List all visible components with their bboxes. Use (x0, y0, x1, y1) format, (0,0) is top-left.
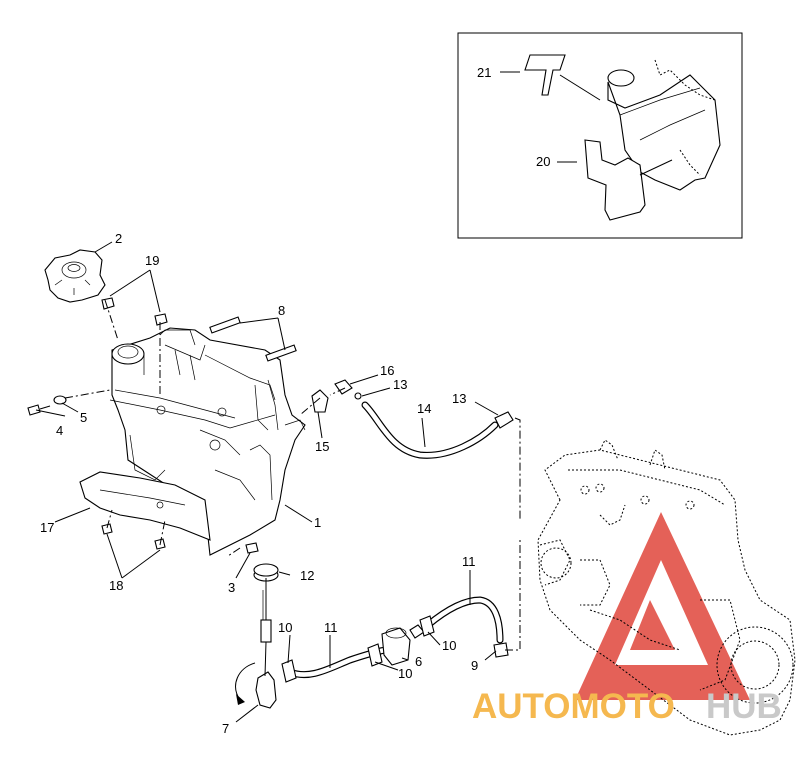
callout-11-left: 11 (324, 620, 338, 635)
callout-14: 14 (417, 401, 431, 416)
callout-11-right: 11 (462, 554, 476, 569)
callout-2: 2 (115, 231, 122, 246)
hose-11-right (419, 596, 509, 658)
clamp-10-mid (367, 643, 383, 667)
hose-11-left (281, 643, 389, 683)
washer-5 (53, 395, 67, 405)
reservoir-cap (44, 249, 106, 303)
grommet-12 (253, 563, 279, 582)
screws-18 (101, 523, 166, 550)
watermark-text-automoto: AUTOMOTO (472, 687, 675, 726)
callout-21: 21 (477, 65, 491, 80)
callout-20: 20 (536, 154, 550, 169)
callout-19: 19 (145, 253, 159, 268)
vent-hose-14 (361, 401, 514, 459)
callout-6: 6 (415, 654, 422, 669)
watermark-triangle (575, 512, 750, 700)
fitting-16 (334, 379, 362, 400)
inset-view: 21 20 (457, 32, 743, 239)
callouts: 2 19 8 16 13 13 14 15 4 5 1 17 18 3 12 1… (40, 231, 478, 736)
callout-10-right: 10 (442, 638, 456, 653)
watermark-triangle-inner (630, 600, 675, 650)
drain-valve-7 (255, 671, 277, 709)
callout-17: 17 (40, 520, 54, 535)
nut-3 (245, 542, 259, 554)
callout-5: 5 (80, 410, 87, 425)
callout-15: 15 (315, 439, 329, 454)
callout-10-left: 10 (278, 620, 292, 635)
inset-frame (457, 32, 743, 239)
watermark-text-hub: HUB (706, 687, 782, 726)
callout-1: 1 (314, 515, 321, 530)
inset-reservoir (607, 59, 721, 191)
leader-lines (35, 241, 499, 723)
coolant-reservoir (109, 327, 306, 556)
callout-13-upper: 13 (393, 377, 407, 392)
callout-18: 18 (109, 578, 123, 593)
clamp-10-right (419, 615, 435, 637)
callout-10-mid: 10 (398, 666, 412, 681)
callout-8: 8 (278, 303, 285, 318)
fitting-15 (311, 389, 329, 413)
bolt-4 (27, 404, 51, 416)
callout-4: 4 (56, 423, 63, 438)
engine-block (537, 439, 796, 736)
reservoir-neck (111, 343, 145, 365)
callout-13-right: 13 (452, 391, 466, 406)
watermark-logo: AUTOMOTO HUB (472, 687, 782, 726)
assembly-lines (64, 299, 521, 651)
clips-8 (209, 316, 297, 362)
reservoir-body (111, 327, 306, 556)
heat-shield-bracket (79, 471, 211, 541)
watermark-triangle-outer (575, 512, 750, 700)
callout-3: 3 (228, 580, 235, 595)
callout-9: 9 (471, 658, 478, 673)
drain-tube (235, 578, 277, 709)
clamp-10-left (281, 659, 297, 683)
callout-16: 16 (380, 363, 394, 378)
callout-12: 12 (300, 568, 314, 583)
callout-7: 7 (222, 721, 229, 736)
label-decal-21 (524, 54, 566, 96)
fitting-9 (493, 642, 509, 658)
label-decal-20 (584, 139, 646, 221)
